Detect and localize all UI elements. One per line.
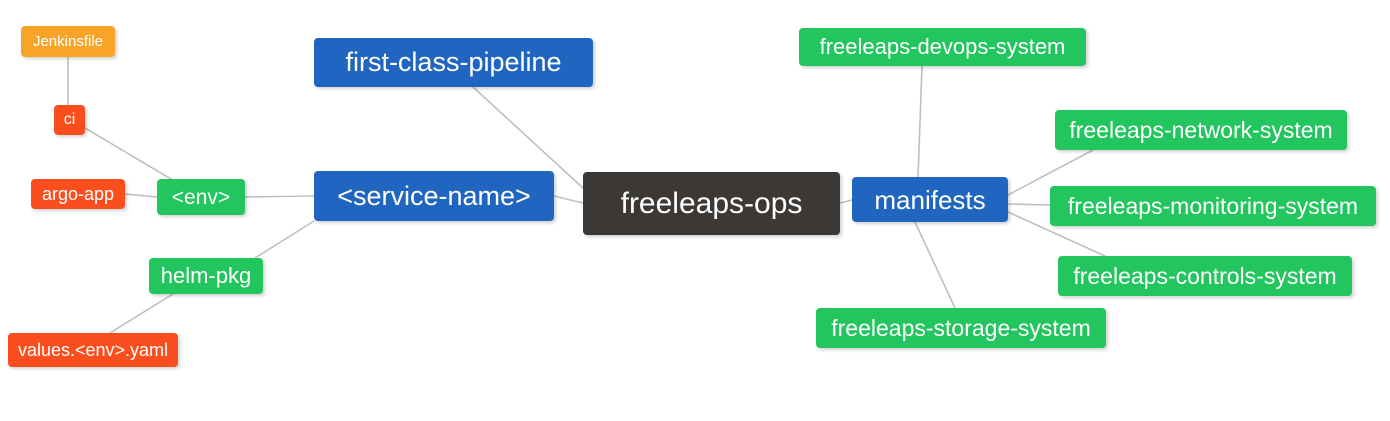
node-freeleaps-storage-system[interactable]: freeleaps-storage-system <box>816 308 1106 348</box>
edge-freeleaps-ops-to-manifests <box>839 199 853 204</box>
edge-service-name-to-env <box>244 195 315 198</box>
edge-env-to-ci <box>84 127 172 180</box>
edge-env-to-argo-app <box>124 193 158 198</box>
node-label: Jenkinsfile <box>32 33 104 50</box>
node-argo-app[interactable]: argo-app <box>31 179 125 209</box>
node-label: freeleaps-storage-system <box>831 314 1091 341</box>
node-label: <service-name> <box>337 180 531 211</box>
node-label: freeleaps-ops <box>620 186 803 220</box>
node-freeleaps-controls-system[interactable]: freeleaps-controls-system <box>1058 256 1352 296</box>
edge-helm-pkg-to-values-env-yaml <box>109 293 174 334</box>
node-label: freeleaps-devops-system <box>819 34 1066 59</box>
edge-freeleaps-ops-to-service-name <box>553 195 584 204</box>
node-label: helm-pkg <box>160 263 252 288</box>
node-label: manifests <box>874 184 986 215</box>
edge-manifests-to-freeleaps-monitoring-system <box>1007 203 1051 206</box>
node-freeleaps-monitoring-system[interactable]: freeleaps-monitoring-system <box>1050 186 1376 226</box>
node-freeleaps-devops-system[interactable]: freeleaps-devops-system <box>799 28 1086 66</box>
node-label: argo-app <box>41 184 115 204</box>
node-ci[interactable]: ci <box>54 105 85 135</box>
node-helm-pkg[interactable]: helm-pkg <box>149 258 263 294</box>
node-env[interactable]: <env> <box>157 179 245 215</box>
node-manifests[interactable]: manifests <box>852 177 1008 222</box>
node-values-env-yaml[interactable]: values.<env>.yaml <box>8 333 178 367</box>
edge-manifests-to-freeleaps-devops-system <box>917 65 923 178</box>
node-freeleaps-ops[interactable]: freeleaps-ops <box>583 172 840 235</box>
node-first-class-pipeline[interactable]: first-class-pipeline <box>314 38 593 87</box>
node-label: freeleaps-monitoring-system <box>1067 192 1359 219</box>
node-label: freeleaps-network-system <box>1069 116 1333 143</box>
node-label: freeleaps-controls-system <box>1073 262 1337 289</box>
edge-service-name-to-helm-pkg <box>254 220 315 259</box>
node-jenkinsfile[interactable]: Jenkinsfile <box>21 26 115 57</box>
node-label: values.<env>.yaml <box>17 340 169 360</box>
node-freeleaps-network-system[interactable]: freeleaps-network-system <box>1055 110 1347 150</box>
node-label: <env> <box>171 185 231 209</box>
node-service-name[interactable]: <service-name> <box>314 171 554 221</box>
node-label: first-class-pipeline <box>345 47 562 77</box>
node-label: ci <box>63 111 76 128</box>
edge-manifests-to-freeleaps-storage-system <box>914 221 956 309</box>
